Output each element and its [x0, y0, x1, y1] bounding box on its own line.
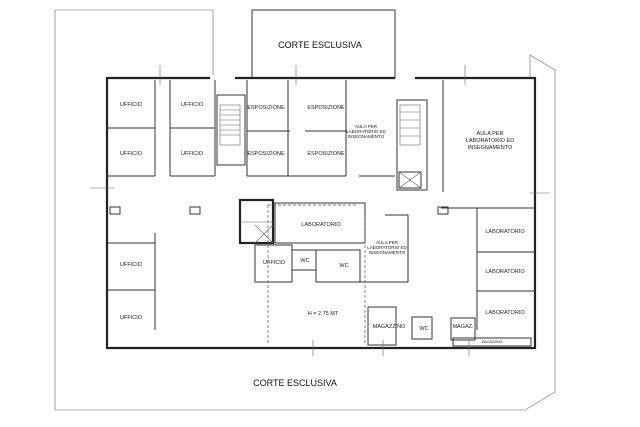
room-ufficio: UFFICIO — [120, 262, 143, 268]
room-ufficio: UFFICIO — [263, 260, 286, 266]
exterior-wall — [105, 76, 537, 350]
height-note: H = 2,75 MT — [308, 311, 339, 317]
court-bottom-label: CORTE ESCLUSIVA — [253, 378, 337, 388]
central-block — [254, 202, 532, 347]
room-ufficio: UFFICIO — [181, 151, 204, 157]
staircase — [216, 94, 246, 166]
court-top-label: CORTE ESCLUSIVA — [278, 40, 362, 50]
svg-text:AULA PER: AULA PER — [477, 131, 504, 137]
room-magazzino: MAGAZZINO — [373, 324, 406, 330]
svg-text:INSEGNAMENTO: INSEGNAMENTO — [348, 134, 385, 139]
room-esposizione: ESPOSIZIONE — [307, 151, 345, 157]
office-block-left — [107, 80, 216, 330]
svg-text:LABORATORIO ED: LABORATORIO ED — [466, 138, 514, 144]
staircase-2 — [396, 80, 444, 192]
room-wc: WC — [300, 258, 309, 264]
room-wc: WC — [419, 326, 428, 332]
room-ufficio: UFFICIO — [120, 102, 143, 108]
room-laboratorio: LABORATORIO — [485, 310, 525, 316]
room-aula: AULA PER LABORATORIO ED INSEGNAMENTO — [466, 131, 514, 151]
site-boundary — [54, 9, 556, 411]
svg-text:AULA PER: AULA PER — [355, 124, 378, 129]
svg-text:LABORATORIO ED: LABORATORIO ED — [346, 129, 386, 134]
central-staircase — [238, 198, 275, 245]
room-laboratorio: LABORATORIO — [485, 229, 525, 235]
room-esposizione: ESPOSIZIONE — [307, 105, 345, 111]
columns — [109, 206, 449, 215]
room-esposizione: ESPOSIZIONE — [247, 151, 285, 157]
room-aula: AULA PER LABORATORIO ED INSEGNAMENTO — [346, 124, 386, 139]
room-laboratorio: LABORATORIO — [485, 269, 525, 275]
room-laboratorio: LABORATORIO — [301, 222, 341, 228]
room-aula: AULA PER LABORATORIO ED INSEGNAMENTO — [367, 240, 407, 255]
room-magazzino-strip: MAGAZZINO — [482, 340, 503, 344]
svg-text:INSEGNAMENTO: INSEGNAMENTO — [468, 145, 513, 151]
room-esposizione: ESPOSIZIONE — [247, 105, 285, 111]
room-ufficio: UFFICIO — [120, 151, 143, 157]
room-ufficio: UFFICIO — [120, 315, 143, 321]
room-ufficio: UFFICIO — [181, 102, 204, 108]
svg-text:LABORATORIO ED: LABORATORIO ED — [367, 245, 407, 250]
exhibition-block — [246, 80, 395, 177]
svg-text:INSEGNAMENTO: INSEGNAMENTO — [369, 250, 406, 255]
room-magazzino-small: MAGAZ. — [452, 324, 474, 330]
room-wc: WC — [339, 263, 348, 269]
lab-block-right — [441, 207, 535, 330]
svg-text:AULA PER: AULA PER — [376, 240, 399, 245]
entrance-markers — [90, 65, 550, 356]
